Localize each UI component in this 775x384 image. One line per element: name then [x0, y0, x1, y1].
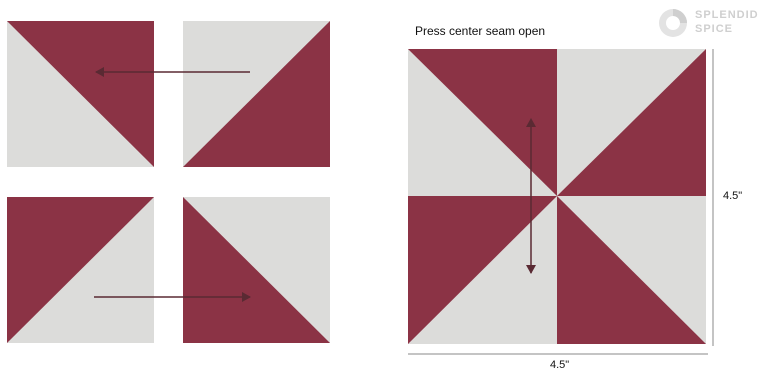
- height-dimension-label: 4.5": [723, 190, 743, 202]
- logo-line-1: SPLENDID: [695, 9, 759, 21]
- logo-mark-icon: [659, 9, 687, 37]
- logo-line-2: SPICE: [695, 23, 734, 35]
- instruction-text: Press center seam open: [415, 24, 546, 38]
- brand-logo: SPLENDID SPICE: [655, 6, 767, 42]
- hst-unit-bottom-right: [183, 197, 330, 343]
- hst-unit-top-right: [183, 21, 330, 167]
- width-dimension-label: 4.5": [550, 359, 570, 371]
- hst-unit-top-left: [7, 21, 154, 167]
- pinwheel-block: [408, 49, 706, 344]
- hst-unit-bottom-left: [7, 197, 154, 343]
